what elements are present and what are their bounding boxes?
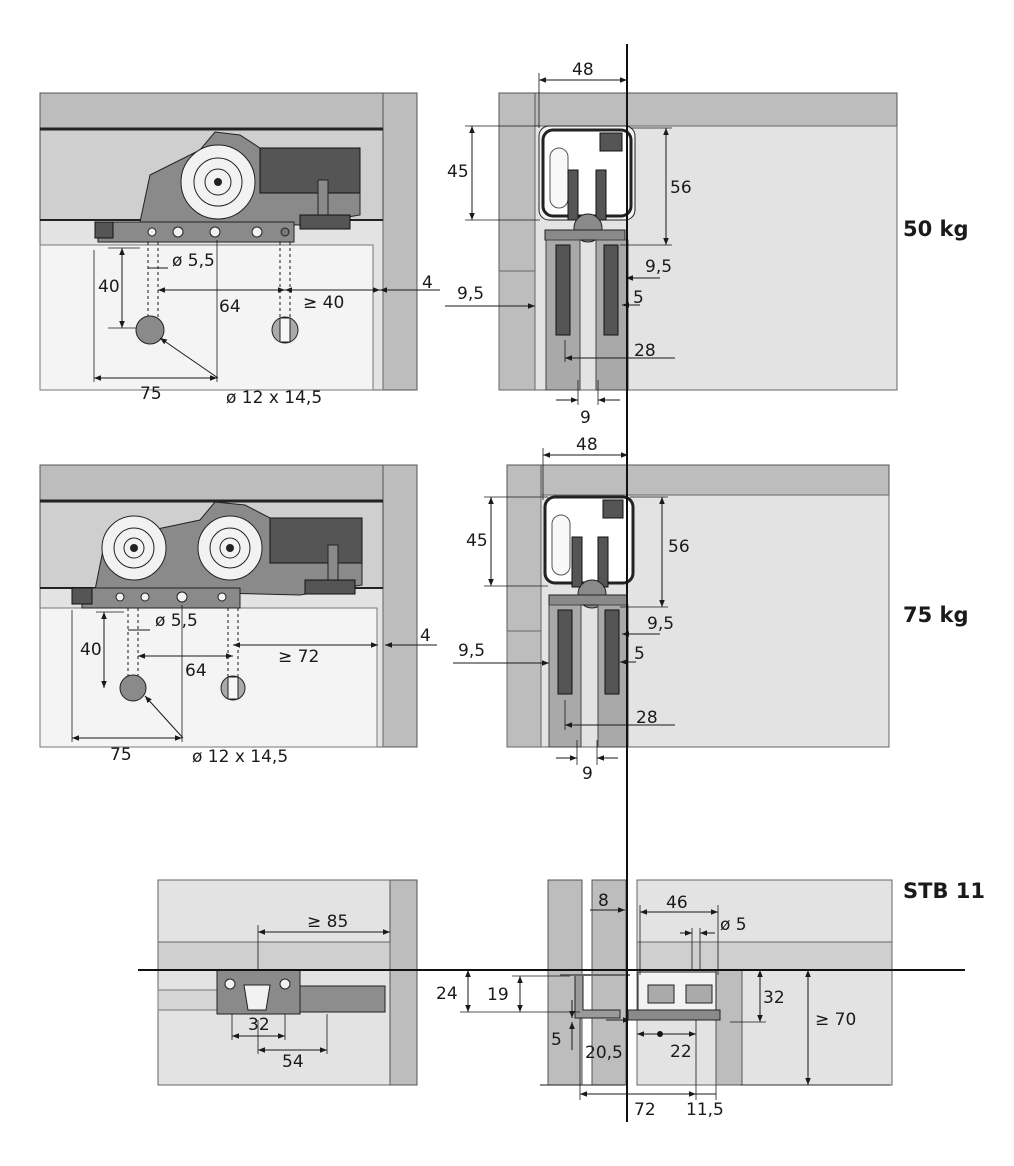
label-height-24: 24 — [436, 984, 458, 1004]
label-min-85: ≥ 85 — [307, 912, 348, 932]
labels-stb: STB 11 ≥ 85 32 54 8 46 ø 5 24 19 32 ≥ 70… — [248, 879, 985, 1120]
labels-50kg: ø 5,5 40 64 ≥ 40 4 75 ø 12 x 14,5 48 45 … — [98, 60, 969, 428]
label-offset-9-5-right: 9,5 — [645, 257, 672, 277]
label-offset-9-5-left: 9,5 — [458, 641, 485, 661]
stb-left-view — [157, 879, 418, 1086]
label-height-32: 32 — [763, 988, 785, 1008]
section-75kg-side-view — [506, 464, 890, 748]
label-height-40: 40 — [98, 277, 120, 297]
label-width-48: 48 — [572, 60, 594, 80]
label-width-22: 22 — [670, 1042, 692, 1062]
labels-75kg: ø 5,5 40 64 ≥ 72 4 75 ø 12 x 14,5 48 45 … — [80, 435, 969, 784]
label-spacing-64: 64 — [185, 661, 207, 681]
stb-right-dims — [460, 905, 890, 1100]
label-weight-50kg: 50 kg — [903, 217, 969, 241]
label-stb-11: STB 11 — [903, 879, 985, 903]
section-50kg-side-view — [498, 92, 898, 391]
section-50kg-front-view — [39, 92, 418, 391]
label-height-40: 40 — [80, 640, 102, 660]
label-width-9: 9 — [580, 408, 591, 428]
label-width-75: 75 — [110, 745, 132, 765]
label-spacing-64: 64 — [219, 297, 241, 317]
label-width-28: 28 — [636, 708, 658, 728]
label-min-72: ≥ 72 — [278, 647, 319, 667]
label-width-46: 46 — [666, 893, 688, 913]
label-offset-8: 8 — [598, 891, 609, 911]
section-50kg-front-dims — [93, 240, 440, 382]
label-thickness-5: 5 — [551, 1030, 562, 1050]
label-width-72: 72 — [634, 1100, 656, 1120]
label-width-28: 28 — [634, 341, 656, 361]
label-height-56: 56 — [668, 537, 690, 557]
label-width-75: 75 — [140, 384, 162, 404]
section-75kg-front-dims — [71, 605, 437, 742]
label-height-45: 45 — [466, 531, 488, 551]
label-pin-size: ø 12 x 14,5 — [226, 388, 322, 408]
label-width-48: 48 — [576, 435, 598, 455]
label-height-45: 45 — [447, 162, 469, 182]
section-75kg-side-dims — [453, 448, 675, 765]
label-offset-20-5: 20,5 — [585, 1043, 623, 1063]
label-screw-diameter: ø 5 — [720, 915, 747, 935]
label-offset-5: 5 — [634, 644, 645, 664]
label-height-19: 19 — [487, 985, 509, 1005]
section-50kg-side-dims — [445, 73, 675, 405]
label-width-11-5: 11,5 — [686, 1100, 724, 1120]
label-pin-size: ø 12 x 14,5 — [192, 747, 288, 767]
label-min-70: ≥ 70 — [815, 1010, 856, 1030]
label-gap-4: 4 — [420, 626, 431, 646]
label-weight-75kg: 75 kg — [903, 603, 969, 627]
label-offset-5: 5 — [633, 288, 644, 308]
label-height-56: 56 — [670, 178, 692, 198]
label-hole-diameter: ø 5,5 — [172, 251, 215, 271]
label-min-40: ≥ 40 — [303, 293, 344, 313]
label-offset-9-5-left: 9,5 — [457, 284, 484, 304]
label-offset-9-5-right: 9,5 — [647, 614, 674, 634]
label-width-54: 54 — [282, 1052, 304, 1072]
label-width-32: 32 — [248, 1015, 270, 1035]
label-width-9: 9 — [582, 764, 593, 784]
section-75kg-front-view — [39, 464, 418, 748]
label-hole-diameter: ø 5,5 — [155, 611, 198, 631]
label-gap-4: 4 — [422, 273, 433, 293]
